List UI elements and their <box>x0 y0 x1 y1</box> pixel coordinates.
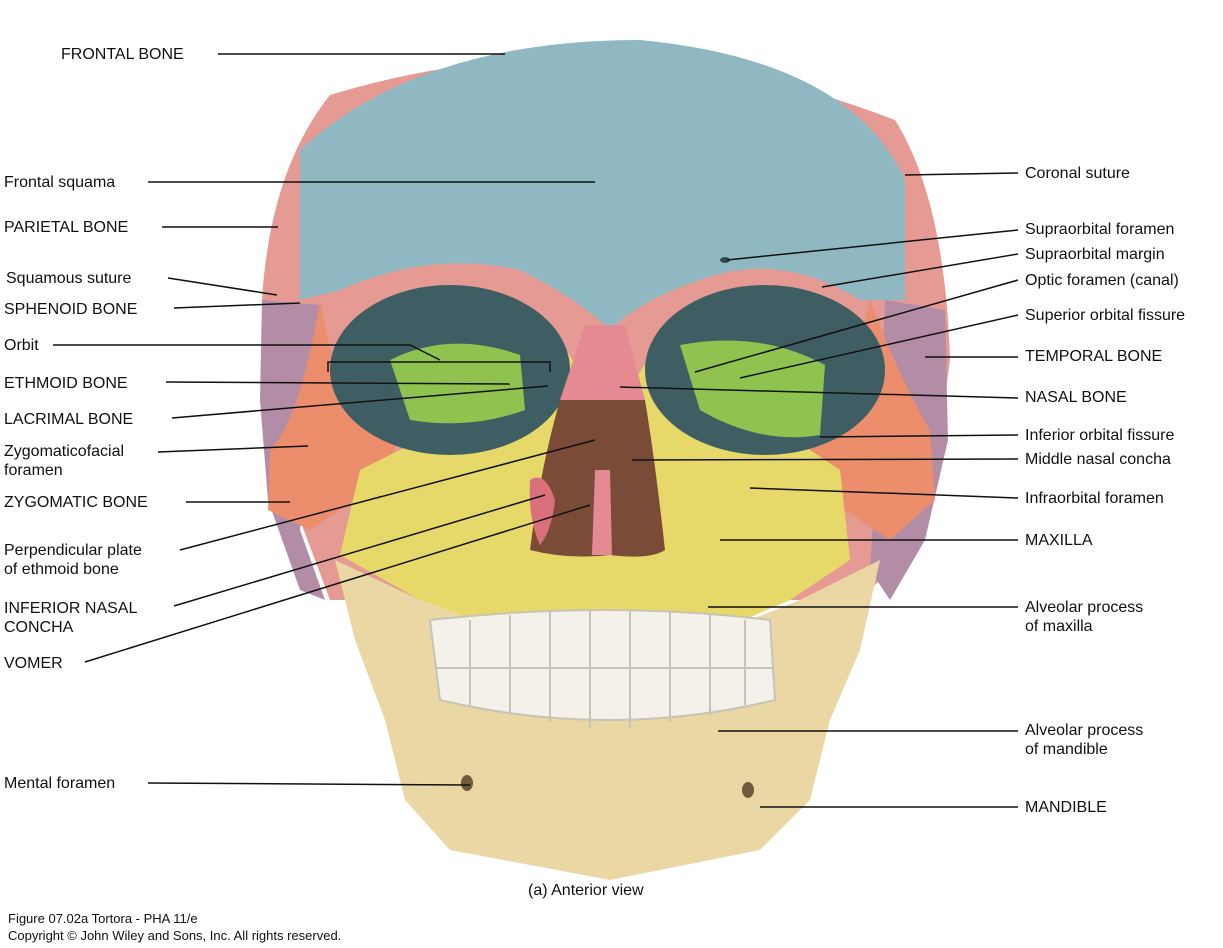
label-ethmoid-bone: ETHMOID BONE <box>4 375 128 392</box>
label-frontal-bone: FRONTAL BONE <box>61 46 184 63</box>
inferior-nasal-concha-shape <box>529 477 555 545</box>
leader-lines-left <box>53 53 596 786</box>
label-infraorbital-foramen: Infraorbital foramen <box>1025 490 1164 507</box>
label-nasal-bone: NASAL BONE <box>1025 389 1127 406</box>
leader-lines-right <box>619 172 1019 808</box>
label-zygomaticofacial-foramen-line2: foramen <box>4 462 63 479</box>
label-orbit: Orbit <box>4 337 39 354</box>
label-mental-foramen: Mental foramen <box>4 775 116 792</box>
supraorbital-foramen-shape <box>720 257 730 263</box>
figure-caption: (a) Anterior view <box>528 882 644 899</box>
label-lacrimal-bone: LACRIMAL BONE <box>4 411 134 428</box>
label-zygomatic-bone: ZYGOMATIC BONE <box>4 494 148 511</box>
teeth-shape <box>428 609 777 721</box>
label-squamous-suture: Squamous suture <box>6 270 132 287</box>
label-temporal-bone: TEMPORAL BONE <box>1025 348 1163 365</box>
mental-foramen-right-shape <box>742 782 754 798</box>
label-alveolar-maxilla-line1: Alveolar process <box>1025 599 1144 616</box>
label-superior-orbital-fissure: Superior orbital fissure <box>1025 307 1186 324</box>
label-supraorbital-margin: Supraorbital margin <box>1025 246 1165 263</box>
label-sphenoid-bone: SPHENOID BONE <box>4 301 138 318</box>
copyright-notice: Copyright © John Wiley and Sons, Inc. Al… <box>8 928 342 943</box>
label-middle-nasal-concha: Middle nasal concha <box>1025 451 1171 468</box>
label-frontal-squama: Frontal squama <box>4 174 116 191</box>
label-vomer: VOMER <box>4 655 63 672</box>
label-inferior-nasal-concha-line1: INFERIOR NASAL <box>4 600 138 617</box>
label-perpendicular-plate-line2: of ethmoid bone <box>4 561 119 578</box>
figure-number: Figure 07.02a Tortora - PHA 11/e <box>8 911 198 926</box>
label-alveolar-maxilla-line2: of maxilla <box>1025 618 1093 635</box>
label-maxilla: MAXILLA <box>1025 532 1093 549</box>
label-zygomaticofacial-foramen-line1: Zygomaticofacial <box>4 443 125 460</box>
label-inferior-orbital-fissure: Inferior orbital fissure <box>1025 427 1175 444</box>
vomer-shape <box>592 470 612 555</box>
mental-foramen-left-shape <box>461 775 473 791</box>
ethmoid-bone-shape-right <box>680 340 825 438</box>
label-inferior-nasal-concha-line2: CONCHA <box>4 619 74 636</box>
label-alveolar-mandible-line2: of mandible <box>1025 741 1108 758</box>
label-mandible: MANDIBLE <box>1025 799 1107 816</box>
nasal-bone-shape <box>560 325 645 405</box>
label-parietal-bone: PARIETAL BONE <box>4 219 129 236</box>
label-alveolar-mandible-line1: Alveolar process <box>1025 722 1144 739</box>
label-coronal-suture: Coronal suture <box>1025 165 1130 182</box>
label-supraorbital-foramen: Supraorbital foramen <box>1025 221 1175 238</box>
label-optic-foramen: Optic foramen (canal) <box>1025 272 1179 289</box>
label-perpendicular-plate-line1: Perpendicular plate <box>4 542 142 559</box>
